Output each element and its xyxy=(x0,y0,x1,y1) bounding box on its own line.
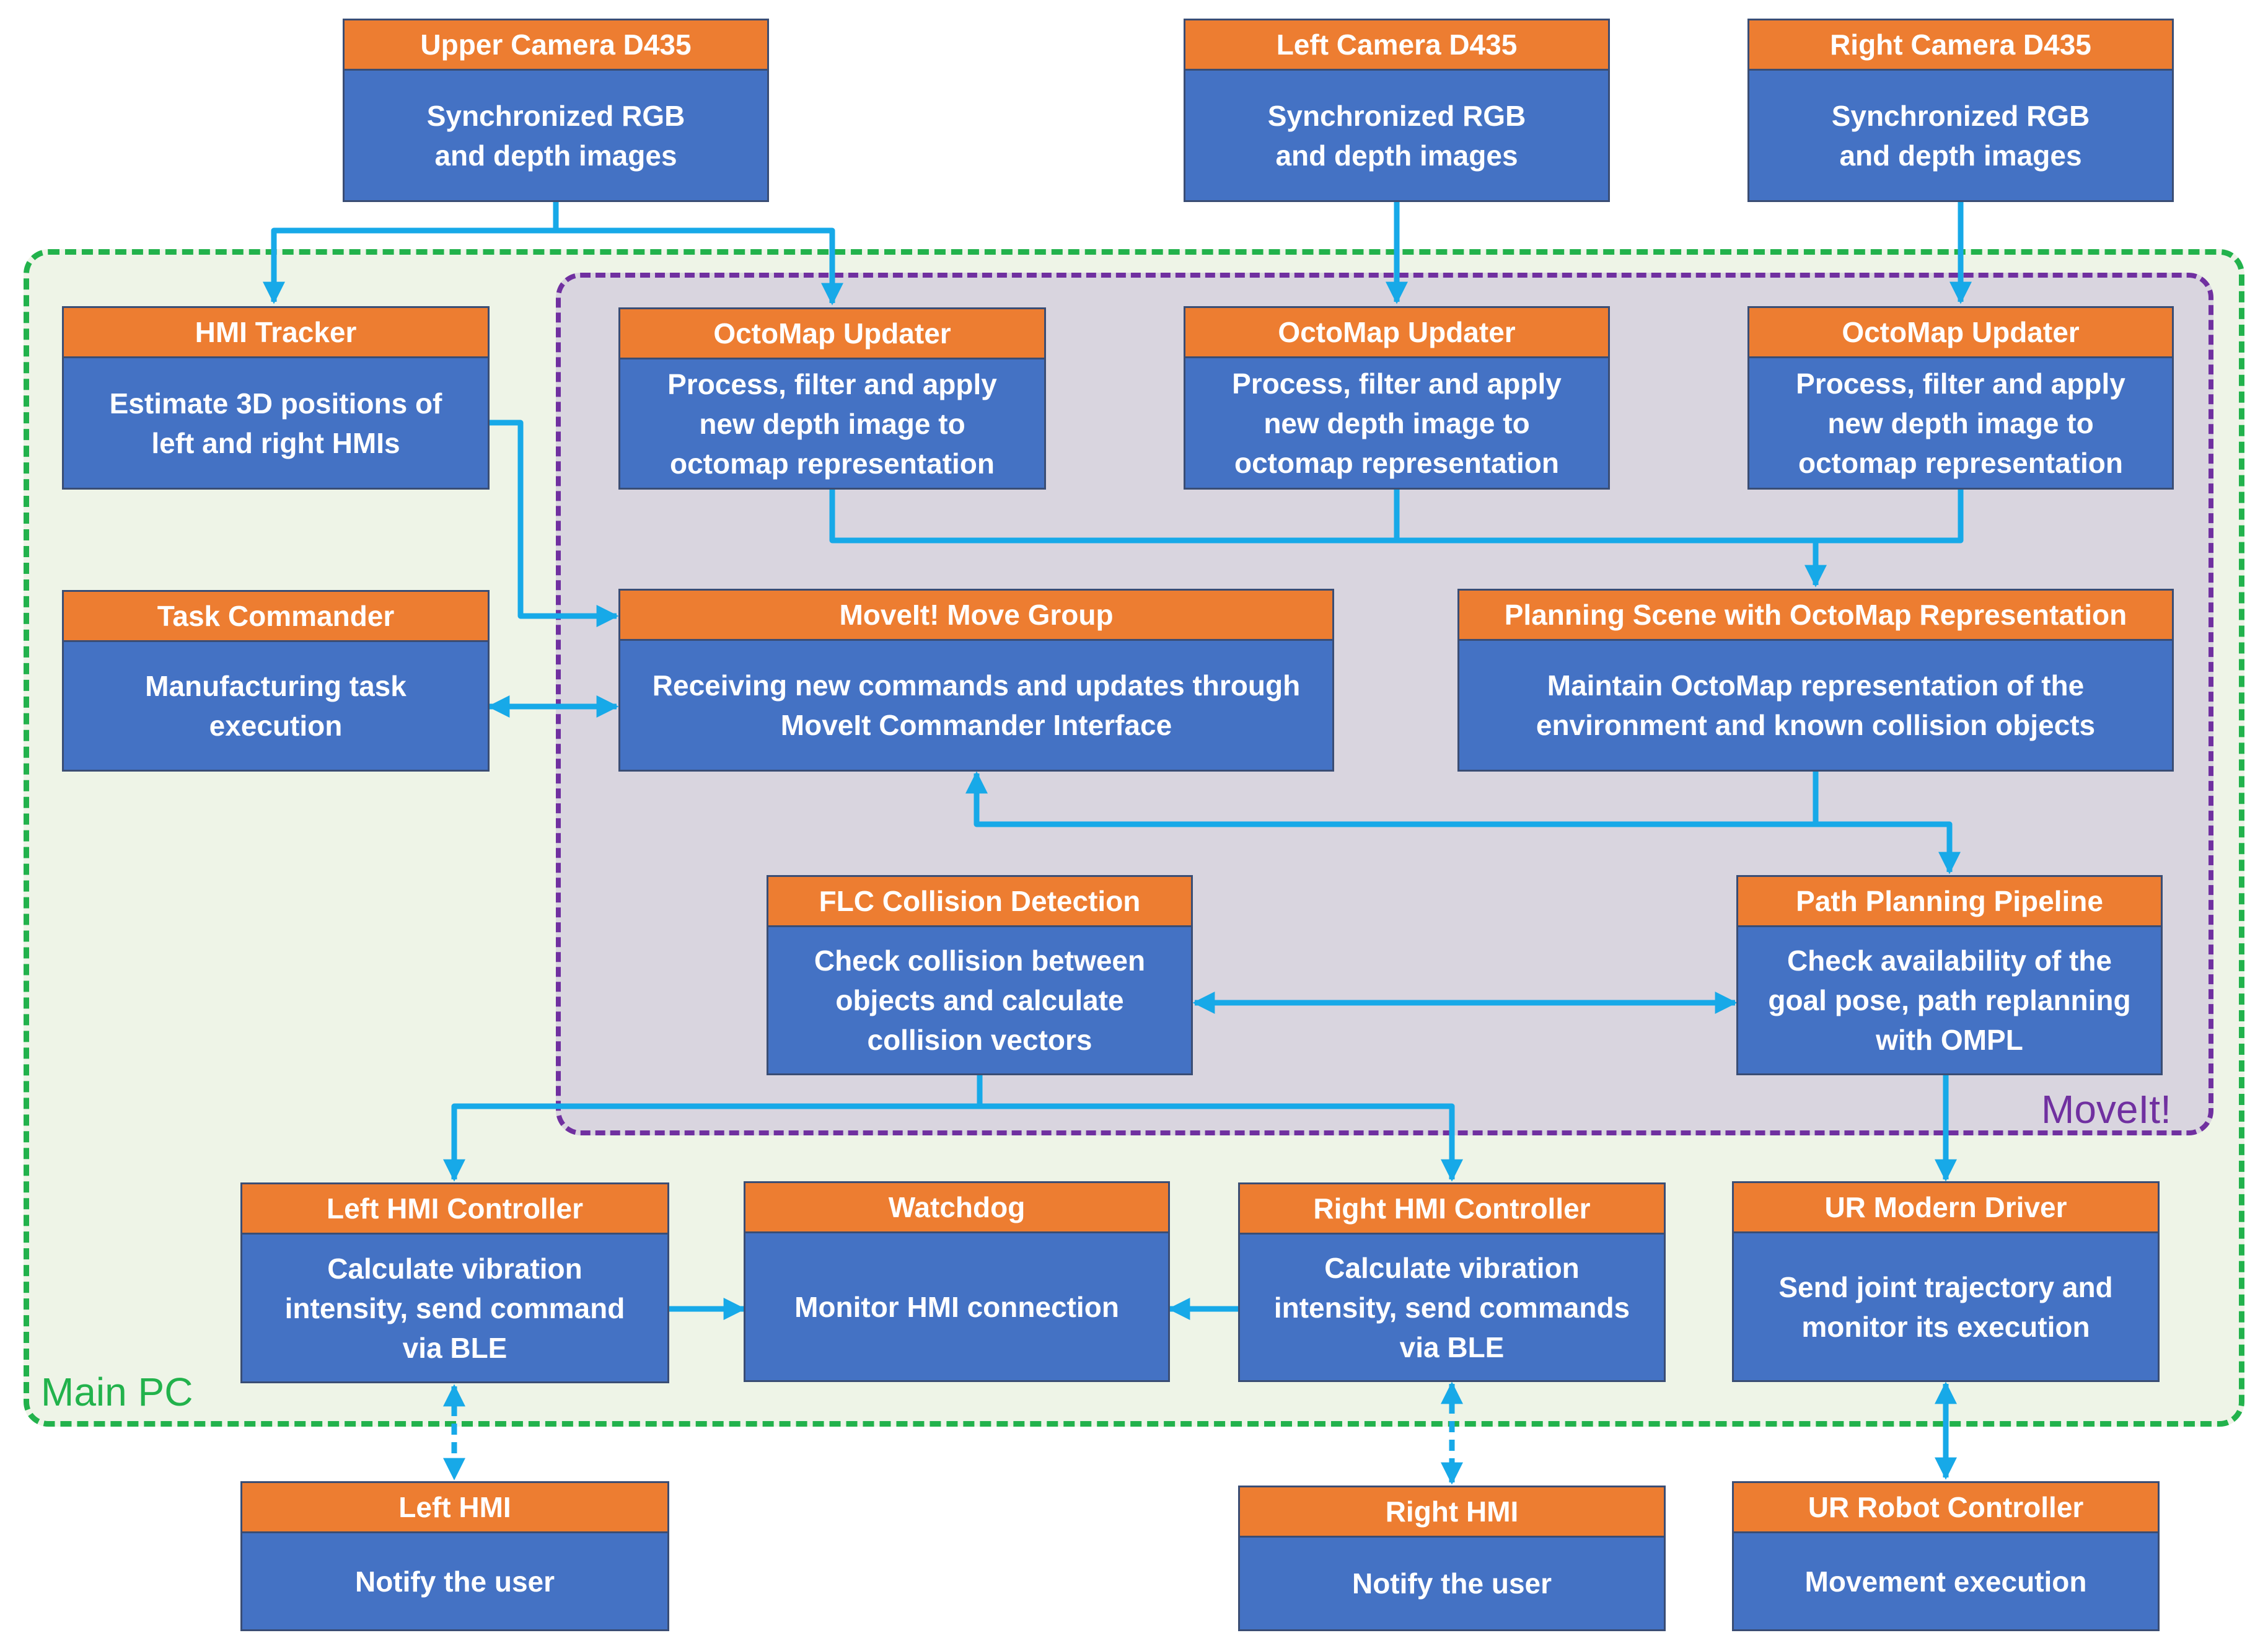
planning-scene-title: Planning Scene with OctoMap Representati… xyxy=(1459,591,2172,641)
watchdog-node: Watchdog Monitor HMI connection xyxy=(744,1181,1170,1382)
left-camera-description: Synchronized RGB and depth images xyxy=(1267,99,1526,172)
task-commander-title: Task Commander xyxy=(64,592,488,642)
ur-robot-controller-description: Movement execution xyxy=(1804,1565,2087,1598)
ur-modern-driver-description: Send joint trajectory and monitor its ex… xyxy=(1778,1270,2113,1343)
left-camera-node: Left Camera D435 Synchronized RGB and de… xyxy=(1184,19,1610,202)
hmi-tracker-node: HMI Tracker Estimate 3D positions of lef… xyxy=(62,306,490,490)
arrow-flc-to-left-hmi-controller xyxy=(443,1075,983,1182)
right-hmi-controller-node: Right HMI Controller Calculate vibration… xyxy=(1238,1182,1666,1382)
octomap-updater-1-title: OctoMap Updater xyxy=(620,309,1044,359)
right-camera-description: Synchronized RGB and depth images xyxy=(1831,99,2090,172)
flc-collision-detection-description: Check collision between objects and calc… xyxy=(814,944,1146,1056)
right-hmi-title: Right HMI xyxy=(1240,1487,1664,1538)
task-commander-node: Task Commander Manufacturing task execut… xyxy=(62,590,490,772)
left-hmi-controller-description: Calculate vibration intensity, send comm… xyxy=(284,1252,625,1364)
ur-modern-driver-node: UR Modern Driver Send joint trajectory a… xyxy=(1732,1181,2160,1382)
left-hmi-title: Left HMI xyxy=(242,1483,667,1533)
left-hmi-node: Left HMI Notify the user xyxy=(240,1481,669,1631)
arrow-upper-camera-to-octomap-1 xyxy=(556,227,843,306)
moveit-label: MoveIt! xyxy=(2041,1087,2171,1132)
arrow-upper-camera-to-hmi-tracker xyxy=(263,202,559,304)
hmi-tracker-description: Estimate 3D positions of left and right … xyxy=(109,387,442,459)
arrow-octomaps-to-planning-scene xyxy=(829,490,1964,585)
octomap-updater-3-node: OctoMap Updater Process, filter and appl… xyxy=(1747,306,2174,490)
arrow-planning-scene-to-move-group xyxy=(965,771,1816,827)
octomap-updater-2-description: Process, filter and apply new depth imag… xyxy=(1232,367,1562,479)
octomap-updater-1-description: Process, filter and apply new depth imag… xyxy=(667,368,997,480)
right-hmi-controller-title: Right HMI Controller xyxy=(1240,1184,1664,1235)
right-camera-node: Right Camera D435 Synchronized RGB and d… xyxy=(1747,19,2174,202)
octomap-updater-3-title: OctoMap Updater xyxy=(1749,308,2172,358)
move-group-node: MoveIt! Move Group Receiving new command… xyxy=(618,589,1334,772)
upper-camera-title: Upper Camera D435 xyxy=(345,20,767,71)
octomap-updater-3-description: Process, filter and apply new depth imag… xyxy=(1796,367,2125,479)
right-hmi-controller-description: Calculate vibration intensity, send comm… xyxy=(1273,1251,1630,1363)
upper-camera-description: Synchronized RGB and depth images xyxy=(426,99,685,172)
right-hmi-description: Notify the user xyxy=(1352,1567,1552,1600)
arrow-hmi-tracker-to-move-group xyxy=(490,420,619,627)
ur-modern-driver-title: UR Modern Driver xyxy=(1734,1183,2158,1233)
arrow-planning-scene-to-path-planning xyxy=(1813,772,1961,874)
move-group-description: Receiving new commands and updates throu… xyxy=(652,669,1301,741)
watchdog-description: Monitor HMI connection xyxy=(794,1290,1119,1323)
octomap-updater-1-node: OctoMap Updater Process, filter and appl… xyxy=(618,307,1046,490)
right-camera-title: Right Camera D435 xyxy=(1749,20,2172,71)
arrow-flc-to-right-hmi-controller xyxy=(980,1103,1463,1182)
hmi-tracker-title: HMI Tracker xyxy=(64,308,488,358)
path-planning-pipeline-node: Path Planning Pipeline Check availabilit… xyxy=(1736,875,2163,1075)
main-pc-label: Main PC xyxy=(41,1370,193,1414)
ur-robot-controller-title: UR Robot Controller xyxy=(1734,1483,2158,1533)
octomap-updater-2-title: OctoMap Updater xyxy=(1185,308,1608,358)
path-planning-pipeline-description: Check availability of the goal pose, pat… xyxy=(1768,944,2131,1056)
watchdog-title: Watchdog xyxy=(745,1183,1168,1233)
octomap-updater-2-node: OctoMap Updater Process, filter and appl… xyxy=(1184,306,1610,490)
upper-camera-node: Upper Camera D435 Synchronized RGB and d… xyxy=(343,19,769,202)
left-hmi-controller-node: Left HMI Controller Calculate vibration … xyxy=(240,1182,669,1383)
planning-scene-node: Planning Scene with OctoMap Representati… xyxy=(1457,589,2174,772)
flc-collision-detection-node: FLC Collision Detection Check collision … xyxy=(767,875,1193,1075)
planning-scene-description: Maintain OctoMap representation of the e… xyxy=(1536,669,2096,741)
path-planning-pipeline-title: Path Planning Pipeline xyxy=(1738,877,2161,927)
task-commander-description: Manufacturing task execution xyxy=(145,670,407,742)
ur-robot-controller-node: UR Robot Controller Movement execution xyxy=(1732,1481,2160,1631)
left-camera-title: Left Camera D435 xyxy=(1185,20,1608,71)
move-group-title: MoveIt! Move Group xyxy=(620,591,1332,641)
left-hmi-description: Notify the user xyxy=(354,1565,555,1598)
flc-collision-detection-title: FLC Collision Detection xyxy=(768,877,1191,927)
left-hmi-controller-title: Left HMI Controller xyxy=(242,1184,667,1235)
right-hmi-node: Right HMI Notify the user xyxy=(1238,1486,1666,1631)
